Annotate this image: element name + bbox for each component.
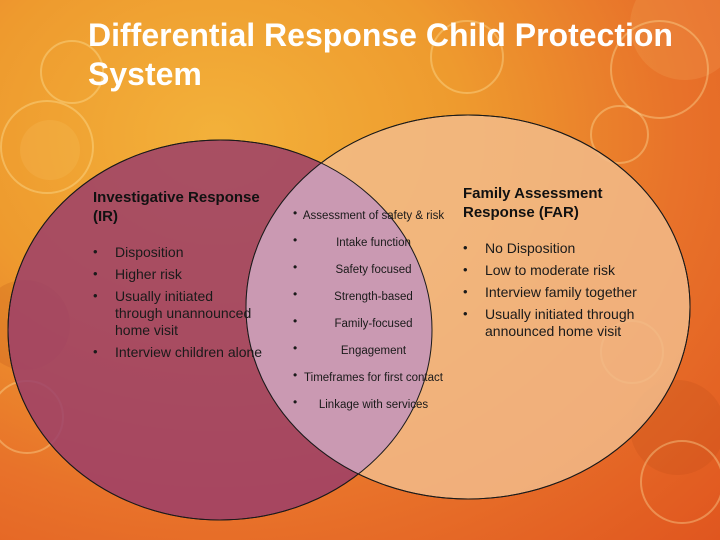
ir-item-text: Usually initiated through unannounced ho… [115, 288, 252, 338]
list-item: • Family-focused [285, 314, 450, 332]
list-item: • Strength-based [285, 287, 450, 305]
shared-item-text: Engagement [340, 345, 407, 357]
list-item: • Higher risk [93, 266, 263, 283]
ir-list: • Disposition • Higher risk • Usually initi… [93, 244, 263, 361]
bullet-icon: • [293, 368, 298, 382]
ir-item-text: Higher risk [115, 266, 182, 282]
bullet-icon: • [463, 306, 468, 321]
list-item: • Safety focused [285, 260, 450, 278]
shared-item-text: Assessment of safety & risk [302, 210, 445, 222]
shared-list: • Assessment of safety & risk • Intake fun… [285, 206, 450, 413]
ir-item-text: Disposition [115, 244, 184, 260]
far-item-text: Usually initiated through announced home… [485, 306, 635, 339]
slide-title: Differential Response Child Protection S… [88, 17, 673, 92]
bullet-icon: • [293, 395, 298, 409]
bullet-icon: • [293, 287, 298, 301]
shared-item-text: Timeframes for first contact [304, 372, 443, 384]
list-item: • Intake function [285, 233, 450, 251]
list-item: • Interview family together [463, 284, 663, 301]
far-circle-outline [245, 114, 691, 500]
bullet-icon: • [93, 266, 98, 281]
far-item-text: No Disposition [485, 240, 576, 256]
list-item: • Engagement [285, 341, 450, 359]
far-item-text: Low to moderate risk [485, 262, 615, 278]
shared-item-text: Safety focused [335, 264, 412, 276]
shared-panel: • Assessment of safety & risk • Intake fun… [285, 206, 450, 425]
list-item: • Linkage with services [285, 395, 450, 413]
bullet-icon: • [293, 260, 298, 274]
bullet-icon: • [93, 244, 98, 259]
list-item: • Usually initiated through announced hom… [463, 306, 663, 340]
ir-circle-outline [7, 139, 433, 521]
shared-item-text: Family-focused [334, 318, 413, 330]
list-item: • Disposition [93, 244, 263, 261]
bullet-icon: • [293, 233, 298, 247]
ir-item-text: Interview children alone [115, 344, 263, 360]
bullet-icon: • [93, 344, 98, 359]
ir-panel: Investigative Response (IR) • Disposition… [93, 188, 263, 366]
list-item: • Assessment of safety & risk [285, 206, 450, 224]
bullet-icon: • [293, 341, 298, 355]
shared-item-text: Strength-based [334, 291, 413, 303]
list-item: • Timeframes for first contact [285, 368, 450, 386]
shared-item-text: Intake function [336, 237, 411, 249]
far-item-text: Interview family together [485, 284, 637, 300]
overlap-region [246, 140, 432, 499]
bullet-icon: • [293, 314, 298, 328]
list-item: • Low to moderate risk [463, 262, 663, 279]
bullet-icon: • [463, 262, 468, 277]
list-item: • No Disposition [463, 240, 663, 257]
shared-item-text: Linkage with services [318, 399, 429, 411]
bullet-icon: • [463, 240, 468, 255]
bullet-icon: • [463, 284, 468, 299]
far-panel: Family Assessment Response (FAR) • No Dis… [463, 184, 663, 345]
ir-heading: Investigative Response (IR) [93, 189, 260, 225]
far-list: • No Disposition • Low to moderate risk • I… [463, 240, 663, 340]
far-heading: Family Assessment Response (FAR) [463, 185, 603, 221]
bullet-icon: • [293, 206, 298, 220]
bullet-icon: • [93, 288, 98, 303]
list-item: • Interview children alone [93, 344, 263, 361]
list-item: • Usually initiated through unannounced h… [93, 288, 263, 339]
